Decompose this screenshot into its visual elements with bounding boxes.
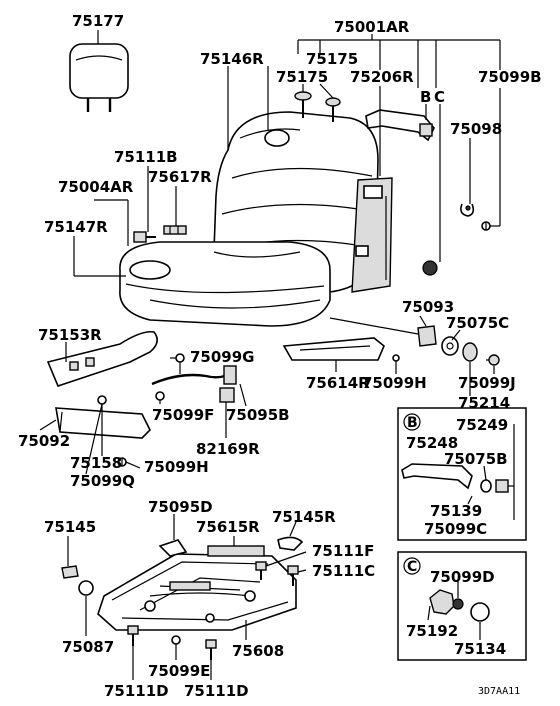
bracket-75095D [158,539,188,557]
clamp-82169R [219,387,235,403]
label-75175-top: 75175 [306,50,358,68]
label-75111D-left: 75111D [104,682,169,700]
label-75147R: 75147R [44,218,108,236]
label-75608: 75608 [232,642,284,660]
label-75099H-right: 75099H [362,374,427,392]
label-75099Q: 75099Q [70,472,135,490]
label-75099B: 75099B [478,68,542,86]
label-75099F: 75099F [152,406,214,424]
leader-lines [39,30,501,680]
clip-75145R [277,536,304,551]
label-75075B: 75075B [444,450,508,468]
screw-75099B [481,221,491,231]
marker-b-label: B [420,88,431,106]
label-75153R: 75153R [38,326,102,344]
cable-75095B [151,365,237,386]
label-75249: 75249 [456,416,508,434]
label-75145: 75145 [44,518,96,536]
lever-75153R [46,330,158,387]
label-75099J: 75099J [458,374,516,392]
label-75614R: 75614R [306,374,370,392]
cover-75092 [55,407,151,439]
diagram-code: 3D7AA11 [478,686,520,697]
label-75092: 75092 [18,432,70,450]
detail-box-c [397,551,527,661]
detail-c-labels: C 75099D 75192 75134 [406,559,506,658]
label-75095B: 75095B [226,406,290,424]
label-75134: 75134 [454,640,506,658]
screw-75158 [97,395,107,405]
label-75099C: 75099C [424,520,487,538]
label-75214: 75214 [458,394,510,412]
label-75099H-left: 75099H [144,458,209,476]
label-75075C: 75075C [446,314,509,332]
knob-75093 [417,325,437,347]
seat-adjuster-75608 [97,553,297,631]
cover-75614R [282,337,385,361]
bolt-75111B [133,231,156,243]
bolt-75111D-a [127,625,139,646]
label-75192: 75192 [406,622,458,640]
detail-b-labels: B 75249 75248 75075B 75139 75099C [406,415,508,538]
headrest [69,43,129,112]
bolt-75111C [287,565,299,586]
label-75099E: 75099E [148,662,210,680]
label-75139: 75139 [430,502,482,520]
label-75111B: 75111B [114,148,178,166]
screw-75099J [486,354,500,366]
clip-75098 [460,203,475,217]
label-75099D: 75099D [430,568,495,586]
label-75615R: 75615R [196,518,260,536]
washer-75075C [441,336,459,356]
label-75145R: 75145R [272,508,336,526]
label-75087: 75087 [62,638,114,656]
label-75248: 75248 [406,434,458,452]
bolt-75175-a [294,91,312,118]
clip-75617R [163,225,187,235]
screw-75099G [170,353,185,363]
detail-b-marker: B [407,415,418,431]
part-labels: 75177 75001AR 75146R 75175 75175 75206R … [18,12,542,700]
label-75095D: 75095D [148,498,213,516]
cover-75615R [207,545,265,557]
label-75111F: 75111F [312,542,374,560]
label-75099G: 75099G [190,348,255,366]
label-75146R: 75146R [200,50,264,68]
label-75093: 75093 [402,298,454,316]
label-75004AR: 75004AR [58,178,134,196]
label-75177: 75177 [72,12,124,30]
label-75175: 75175 [276,68,328,86]
knob-75099B-c [422,260,438,276]
seat-cushion [119,241,331,327]
label-75098: 75098 [450,120,502,138]
label-75111C: 75111C [312,562,375,580]
marker-c-label: C [434,88,445,106]
label-75617R: 75617R [148,168,212,186]
label-75111D-right: 75111D [184,682,249,700]
cap-75214 [462,342,478,362]
screw-75099E [171,635,181,645]
cap-75087 [78,580,94,596]
label-82169R: 82169R [196,440,260,458]
screw-75099F [155,391,165,401]
bolt-75111D-b [205,639,217,660]
detail-c-marker: C [407,559,417,575]
detail-box-b [397,407,527,541]
label-75158: 75158 [70,454,122,472]
handle-75206R [365,109,435,142]
screw-75099H-a [392,354,400,368]
label-75001AR: 75001AR [334,18,410,36]
clip-75145 [61,565,79,579]
label-75206R: 75206R [350,68,414,86]
